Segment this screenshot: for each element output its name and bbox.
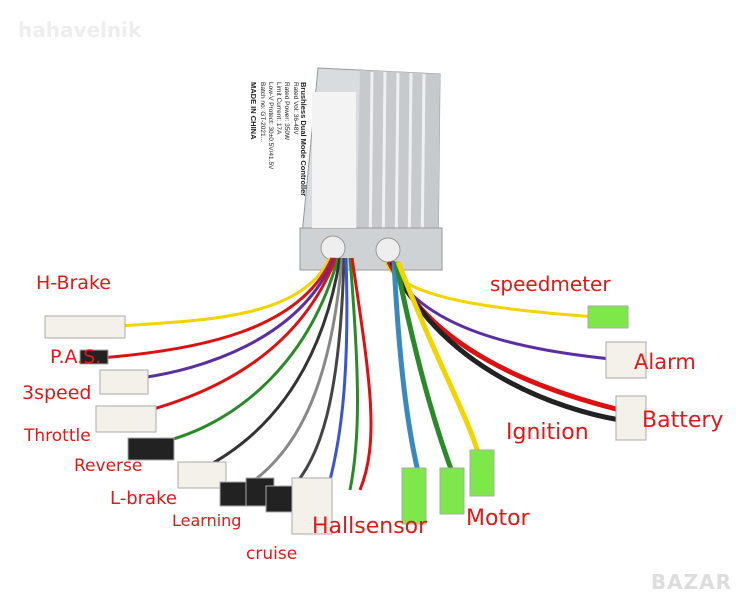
controller-title: Brushless Dual Mode Controller [299,82,308,197]
label-h-brake: H-Brake [36,272,111,294]
spec-line: Limit Current: 17A [275,82,283,135]
origin: MADE IN CHINA [249,82,258,140]
spec-line: Rated Vol: 36-48V [291,82,299,135]
label-reverse: Reverse [74,456,143,476]
label-l-brake: L-brake [110,488,177,509]
label-alarm: Alarm [634,350,696,374]
label-throttle: Throttle [24,426,91,446]
label-hallsensor: Hallsensor [312,514,428,539]
label-ignition: Ignition [506,420,589,445]
bazar-logo: BAZAR [650,570,732,594]
controller-label-plate: Brushless Dual Mode Controller Rated Vol… [246,82,308,232]
spec-line: Rated Power: 350W [283,82,291,141]
watermark: hahavelnik [18,18,142,42]
label-learning: Learning [172,511,242,530]
label-pas: P.A.S. [50,346,102,368]
label-speedmeter: speedmeter [490,272,611,296]
label-battery: Battery [642,408,724,433]
label-cruise: cruise [246,544,298,564]
connectors [44,305,647,535]
controller-box [299,67,443,271]
spec-line: Batch no: GT-2021... [259,82,267,142]
label-3speed: 3speed [22,382,92,404]
spec-line: Low-V Protect: 30±0.5V/41.5V [267,82,275,170]
label-motor: Motor [466,506,530,531]
wires [99,257,621,492]
